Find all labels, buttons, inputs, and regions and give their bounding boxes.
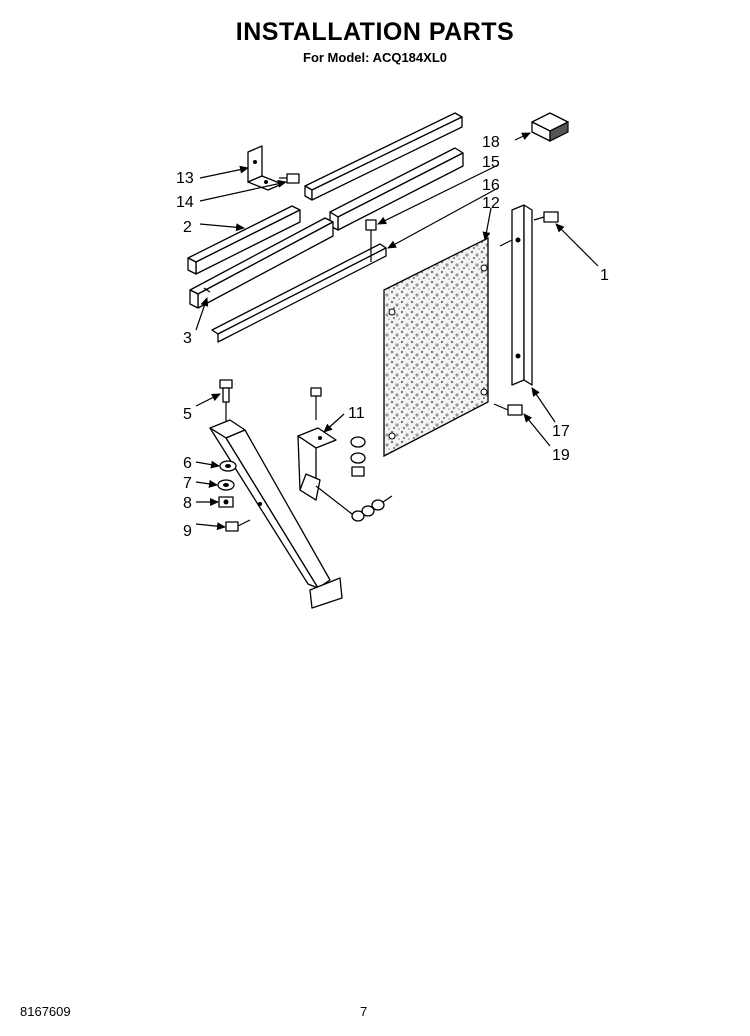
callout-16: 16 <box>482 177 500 194</box>
callout-1: 1 <box>600 267 609 284</box>
callout-leaders <box>195 132 599 531</box>
right-fasteners <box>315 436 393 522</box>
part-16-screw <box>365 219 377 262</box>
washer-stack <box>217 460 251 532</box>
part-1-screw <box>533 211 559 223</box>
callout-8: 8 <box>183 495 192 512</box>
callout-7: 7 <box>183 475 192 492</box>
part-15-rail <box>329 147 464 231</box>
support-leg <box>209 419 343 609</box>
part-5-screw <box>219 379 233 425</box>
page-title: INSTALLATION PARTS <box>235 18 515 46</box>
part-12-panel <box>383 236 489 458</box>
callout-labels: 1 2 3 5 6 7 8 9 11 12 13 14 15 16 17 18 … <box>176 134 609 540</box>
part-18-block <box>531 112 569 142</box>
callout-3: 3 <box>183 330 192 347</box>
callout-2: 2 <box>183 219 192 236</box>
callout-14: 14 <box>176 194 194 211</box>
callout-12: 12 <box>482 195 500 212</box>
callout-6: 6 <box>183 455 192 472</box>
callout-9: 9 <box>183 523 192 540</box>
part-16-strip <box>211 243 387 343</box>
callout-19: 19 <box>552 447 570 464</box>
part-17-vertical-channel <box>499 204 533 386</box>
callout-17: 17 <box>552 423 570 440</box>
part-3-channel <box>189 217 334 309</box>
callout-13: 13 <box>176 170 194 187</box>
document-number: 8167609 <box>20 1004 71 1019</box>
callout-11: 11 <box>348 405 365 422</box>
part-19-screw <box>493 403 523 416</box>
model-subtitle: For Model: ACQ184XL0 <box>303 50 447 65</box>
callout-5: 5 <box>183 406 192 423</box>
part-11-bracket <box>297 387 337 501</box>
top-long-rail <box>304 112 463 201</box>
callout-18: 18 <box>482 134 500 151</box>
callout-15: 15 <box>482 154 500 171</box>
page-number: 7 <box>360 1004 368 1019</box>
part-2-rail <box>187 205 301 275</box>
part-14-screw <box>279 173 300 184</box>
